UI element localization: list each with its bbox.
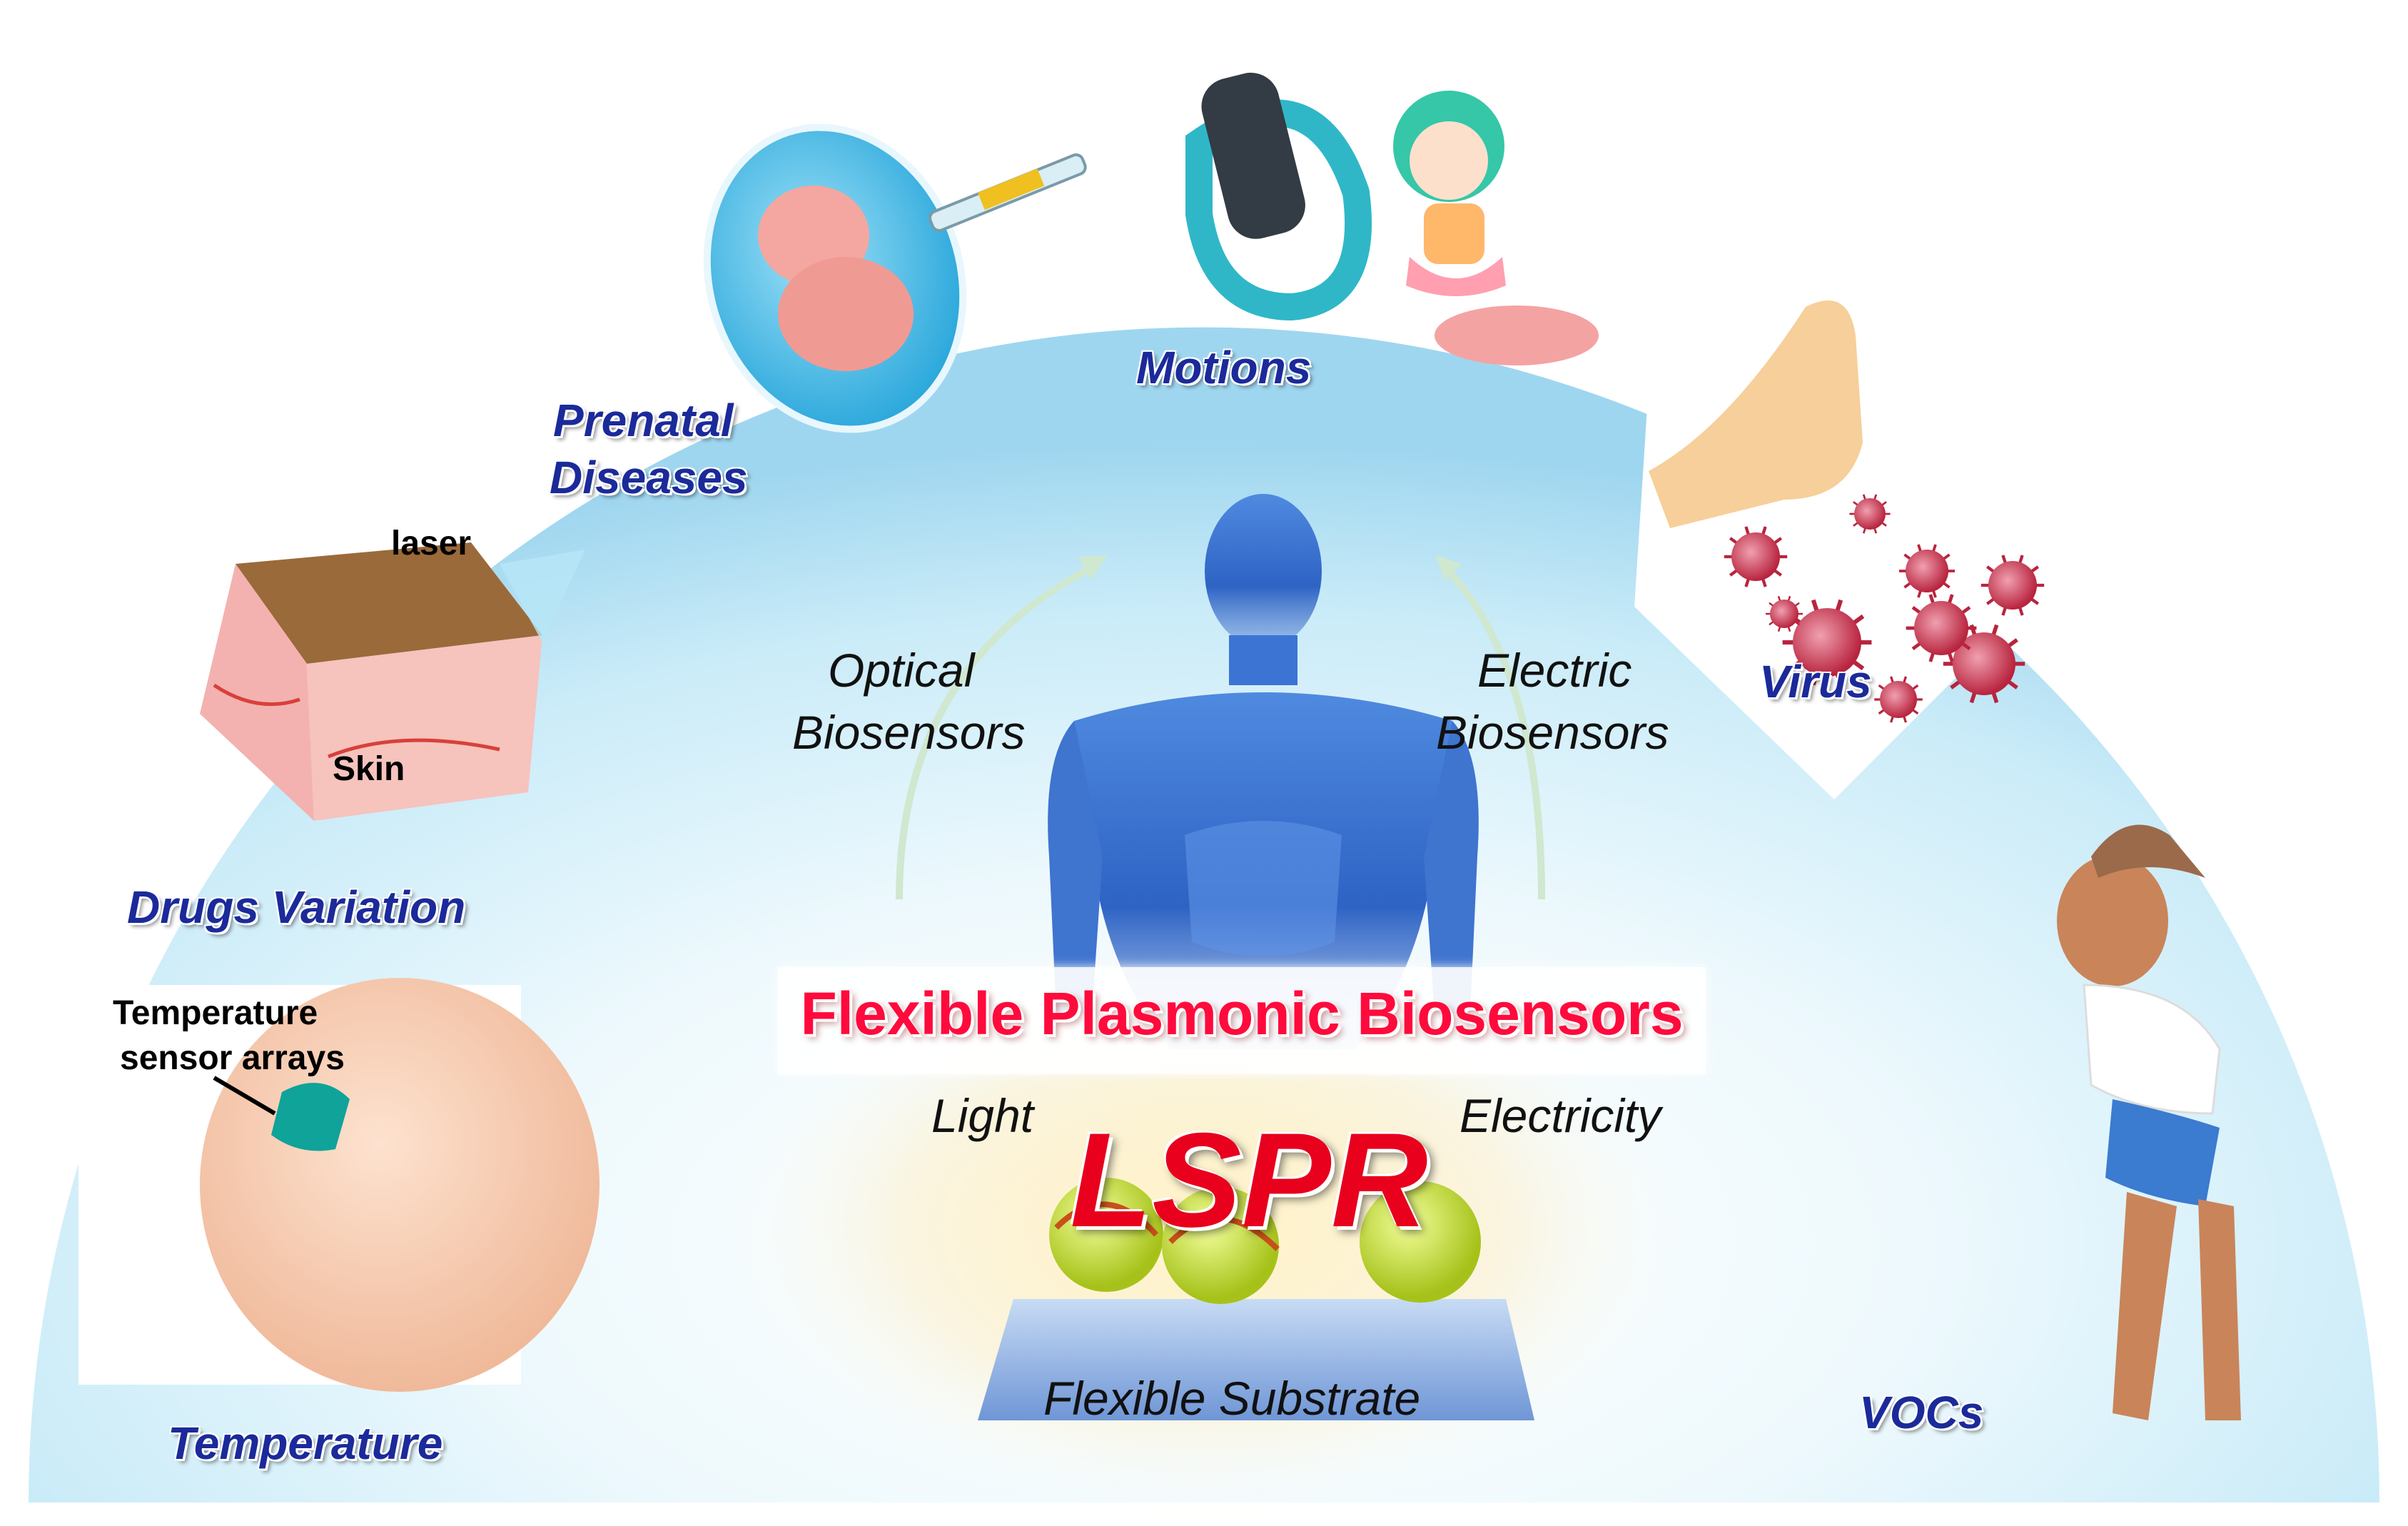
virus-particles (1724, 494, 2045, 723)
label-light: Light (931, 1089, 1034, 1142)
label-prenatal-line2: Diseases (550, 452, 748, 503)
label-flexible-substrate: Flexible Substrate (1043, 1372, 1421, 1425)
label-temp-sensor-line2: sensor arrays (120, 1039, 345, 1077)
label-electricity: Electricity (1460, 1089, 1661, 1142)
flexible-substrate-illustration (978, 1178, 1534, 1420)
label-lspr: LSPR (1070, 1105, 1428, 1255)
skin-cube-illustration (200, 542, 585, 821)
virus-particle (1906, 594, 1977, 662)
girl-illustration (1393, 91, 1599, 365)
virus-particle (1782, 599, 1872, 686)
optical-arrow (896, 560, 1101, 900)
virus-particle (1899, 544, 1955, 598)
diagram-title: Flexible Plasmonic Biosensors (800, 980, 1684, 1047)
label-temperature: Temperature (168, 1418, 443, 1469)
virus-particle (1874, 676, 1923, 723)
label-virus: Virus (1759, 656, 1872, 707)
human-body-figure (1048, 494, 1479, 1049)
nose-virus-illustration (1634, 300, 2020, 799)
virus-particle (1980, 555, 2045, 616)
smartwatch-illustration (1185, 72, 1372, 321)
label-electric-line1: Electric (1477, 644, 1632, 697)
label-motions: Motions (1136, 342, 1312, 393)
electric-arrow-head (1436, 555, 1462, 581)
bending-girl-illustration (2057, 824, 2241, 1420)
label-optical-line2: Biosensors (792, 706, 1026, 759)
label-optical-line1: Optical (828, 644, 975, 697)
virus-particle (1766, 595, 1803, 632)
label-electric-line2: Biosensors (1436, 706, 1669, 759)
title-backdrop (778, 967, 1706, 1074)
label-drugs-variation: Drugs Variation (127, 881, 466, 933)
baby-head-illustration (79, 978, 600, 1392)
fetus-egg-illustration (703, 123, 1087, 433)
label-laser: laser (391, 525, 472, 562)
virus-particle (1724, 526, 1788, 587)
electric-arrow (1439, 561, 1545, 900)
label-vocs: VOCs (1859, 1387, 1984, 1438)
label-skin: Skin (333, 750, 405, 788)
label-temp-sensor-line1: Temperature (113, 994, 318, 1032)
optical-arrow-head (1078, 555, 1108, 580)
virus-particle (1849, 494, 1891, 534)
label-prenatal-line1: Prenatal (553, 395, 734, 446)
